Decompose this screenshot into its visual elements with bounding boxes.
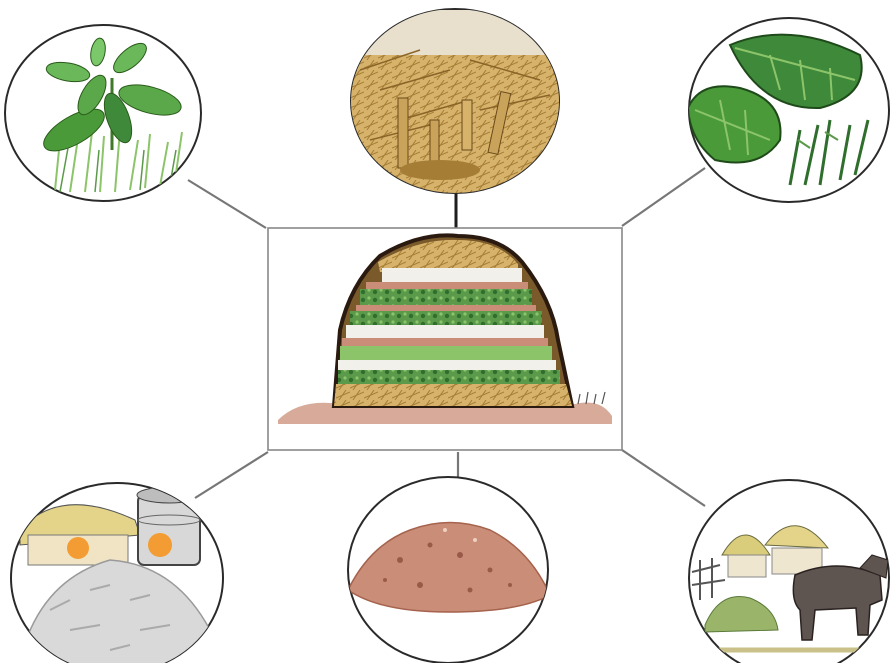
- layer-white-1: [382, 268, 522, 282]
- connector-leaves: [622, 168, 705, 226]
- layer-white-2: [346, 325, 544, 338]
- input-wood-ash: [11, 483, 223, 663]
- input-green-leaves: [688, 18, 889, 202]
- input-animal-manure: [689, 480, 889, 663]
- layer-soil-2: [356, 305, 536, 311]
- layer-white-3: [338, 360, 556, 370]
- layer-soil-3: [342, 338, 548, 346]
- straw-stalk: [398, 98, 408, 168]
- layer-green-1: [360, 289, 532, 305]
- cooking-pot: [138, 495, 200, 565]
- connector-plants: [188, 180, 266, 228]
- layer-green-4: [338, 370, 560, 384]
- center-compost-heap: [268, 228, 622, 450]
- input-dry-straw: [350, 9, 560, 195]
- connector-ash: [195, 452, 268, 498]
- layer-bottom-straw: [334, 384, 572, 406]
- layer-green-2: [350, 311, 542, 325]
- input-soil: [348, 477, 550, 663]
- layer-soil-1: [366, 282, 528, 289]
- input-green-plants: [5, 25, 201, 201]
- layer-green-3: [340, 346, 552, 360]
- connector-manure: [622, 450, 705, 506]
